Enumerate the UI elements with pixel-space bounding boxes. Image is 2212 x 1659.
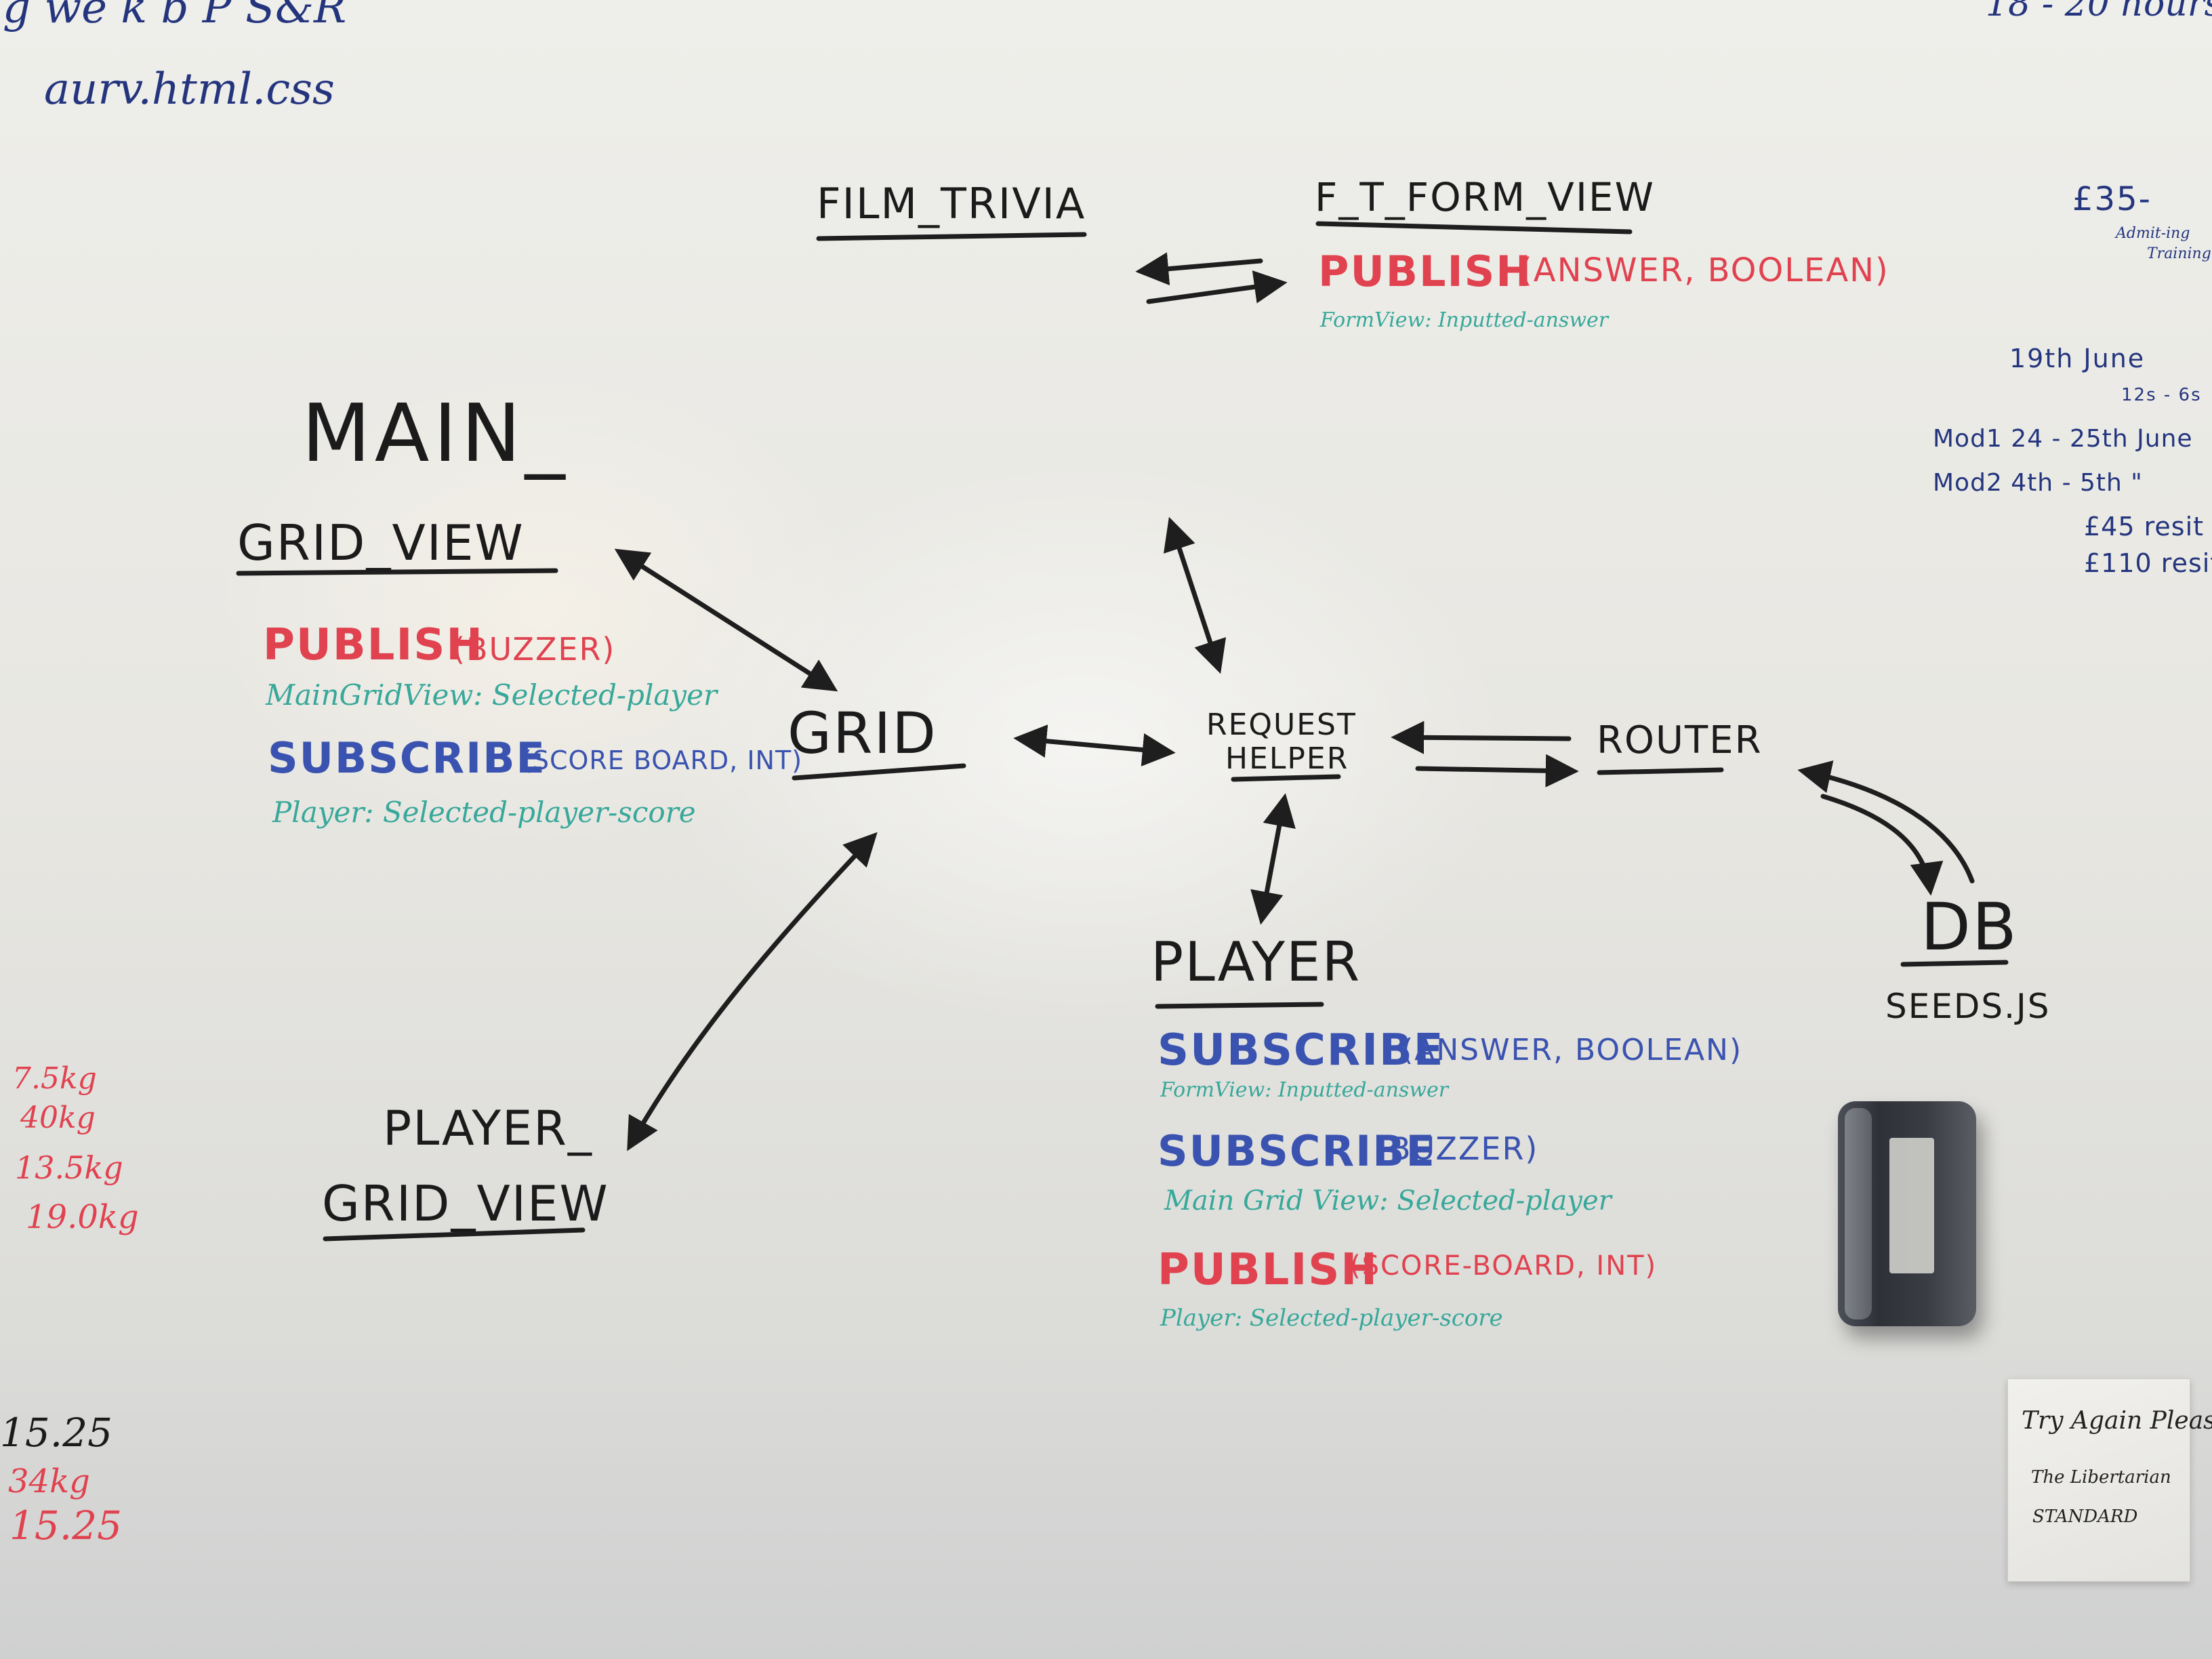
node-ft-form-view: F_T_FORM_VIEW [1315, 174, 1655, 220]
main-subscribe-args: (SCORE BOARD, INT) [522, 745, 803, 775]
underline-player-grid-view [323, 1227, 586, 1242]
underline-grid [792, 763, 966, 781]
underline-ft-form-view [1315, 221, 1633, 234]
arrow-form-request [1163, 516, 1227, 674]
right-resit2: £110 resit [2084, 548, 2212, 578]
note-line-2: The Libertarian [2031, 1467, 2171, 1488]
weight-2: 40kg [20, 1101, 96, 1135]
node-film-trivia: FILM_TRIVIA [817, 179, 1086, 228]
arrow-router-to-request [1391, 720, 1572, 754]
node-grid: GRID [787, 700, 937, 766]
node-main-line1: MAIN_ [302, 386, 569, 480]
weight-4: 19.0kg [26, 1198, 139, 1236]
partial-top-left-text: g we k b P S&R [3, 0, 347, 33]
right-cost-note-2: Training [2147, 245, 2211, 262]
eraser-felt [1845, 1108, 1872, 1319]
right-time: 12s - 6s [2121, 385, 2202, 405]
player-sub2: SUBSCRIBE [1158, 1126, 1436, 1176]
node-player-grid-1: PLAYER_ [383, 1101, 593, 1156]
right-cost: £35- [2072, 180, 2152, 218]
underline-request-helper [1231, 774, 1341, 782]
form-view-channel: FormView: Inputted-answer [1320, 308, 1609, 332]
bottom-left-2: 34kg [8, 1462, 90, 1500]
right-mod1: Mod1 24 - 25th June [1933, 425, 2193, 453]
form-view-publish: PUBLISH [1318, 247, 1533, 296]
right-mod2: Mod2 4th - 5th " [1933, 469, 2143, 497]
right-date: 19th June [2009, 344, 2146, 373]
player-pub-channel: Player: Selected-player-score [1160, 1305, 1503, 1332]
node-db: DB [1921, 889, 2018, 965]
bottom-left-3: 15.25 [9, 1502, 123, 1549]
arrow-grid-request [1013, 724, 1176, 766]
arrow-film-to-form-b [1146, 270, 1288, 304]
node-player: PLAYER [1151, 930, 1361, 994]
css-note: aurv.html.css [44, 64, 335, 115]
right-cost-note-1: Admit-ing [2116, 225, 2190, 242]
arrow-request-to-router [1415, 754, 1579, 787]
node-seeds: SEEDS.JS [1885, 987, 2051, 1026]
arrow-main-grid [614, 548, 838, 692]
eraser-label [1889, 1138, 1934, 1273]
arrow-grid-player-grid [627, 832, 878, 1151]
player-sub1: SUBSCRIBE [1158, 1025, 1445, 1076]
arrow-router-to-db [1820, 794, 1944, 896]
underline-main-grid-view [236, 568, 558, 576]
weight-1: 7.5kg [12, 1061, 97, 1096]
arrow-film-to-form-a [1135, 252, 1263, 286]
node-main-line2: GRID_VIEW [237, 514, 525, 571]
player-pub-args: (SCORE-BOARD, INT) [1350, 1250, 1658, 1282]
main-publish-channel: MainGridView: Selected-player [266, 678, 718, 712]
note-line-3: STANDARD [2032, 1507, 2138, 1527]
note-line-1: Try Again Please [2022, 1407, 2212, 1435]
main-publish: PUBLISH [263, 620, 484, 670]
bottom-left-1: 15.25 [0, 1410, 113, 1456]
node-router: ROUTER [1597, 718, 1763, 762]
underline-router [1597, 767, 1724, 775]
player-sub2-channel: Main Grid View: Selected-player [1164, 1185, 1612, 1216]
node-request-helper-1: REQUEST [1206, 708, 1357, 742]
arrow-db-to-router [1797, 760, 1975, 884]
node-player-grid-2: GRID_VIEW [322, 1175, 609, 1232]
player-sub2-args: (BUZZER) [1376, 1130, 1539, 1167]
main-publish-args: (BUZZER) [453, 631, 616, 668]
arrow-request-player [1250, 793, 1296, 925]
partial-top-right-text: 18 - 20 hours [1986, 0, 2212, 24]
main-subscribe: SUBSCRIBE [268, 733, 546, 783]
paper-note: Try Again Please The Libertarian STANDAR… [2007, 1378, 2212, 1582]
form-view-publish-args: (ANSWER, BOOLEAN) [1519, 251, 1889, 289]
underline-db [1900, 960, 2009, 967]
player-sub1-channel: FormView: Inputted-answer [1160, 1078, 1449, 1102]
underline-player [1155, 1002, 1324, 1009]
node-request-helper-2: HELPER [1225, 741, 1349, 776]
weight-3: 13.5kg [15, 1149, 123, 1186]
player-pub: PUBLISH [1158, 1245, 1378, 1295]
main-subscribe-channel: Player: Selected-player-score [272, 796, 696, 829]
right-resit1: £45 resit [2084, 512, 2205, 541]
underline-film-trivia [816, 232, 1087, 241]
player-sub1-args: (ANSWER, BOOLEAN) [1401, 1033, 1743, 1067]
whiteboard-eraser [1838, 1101, 1976, 1326]
